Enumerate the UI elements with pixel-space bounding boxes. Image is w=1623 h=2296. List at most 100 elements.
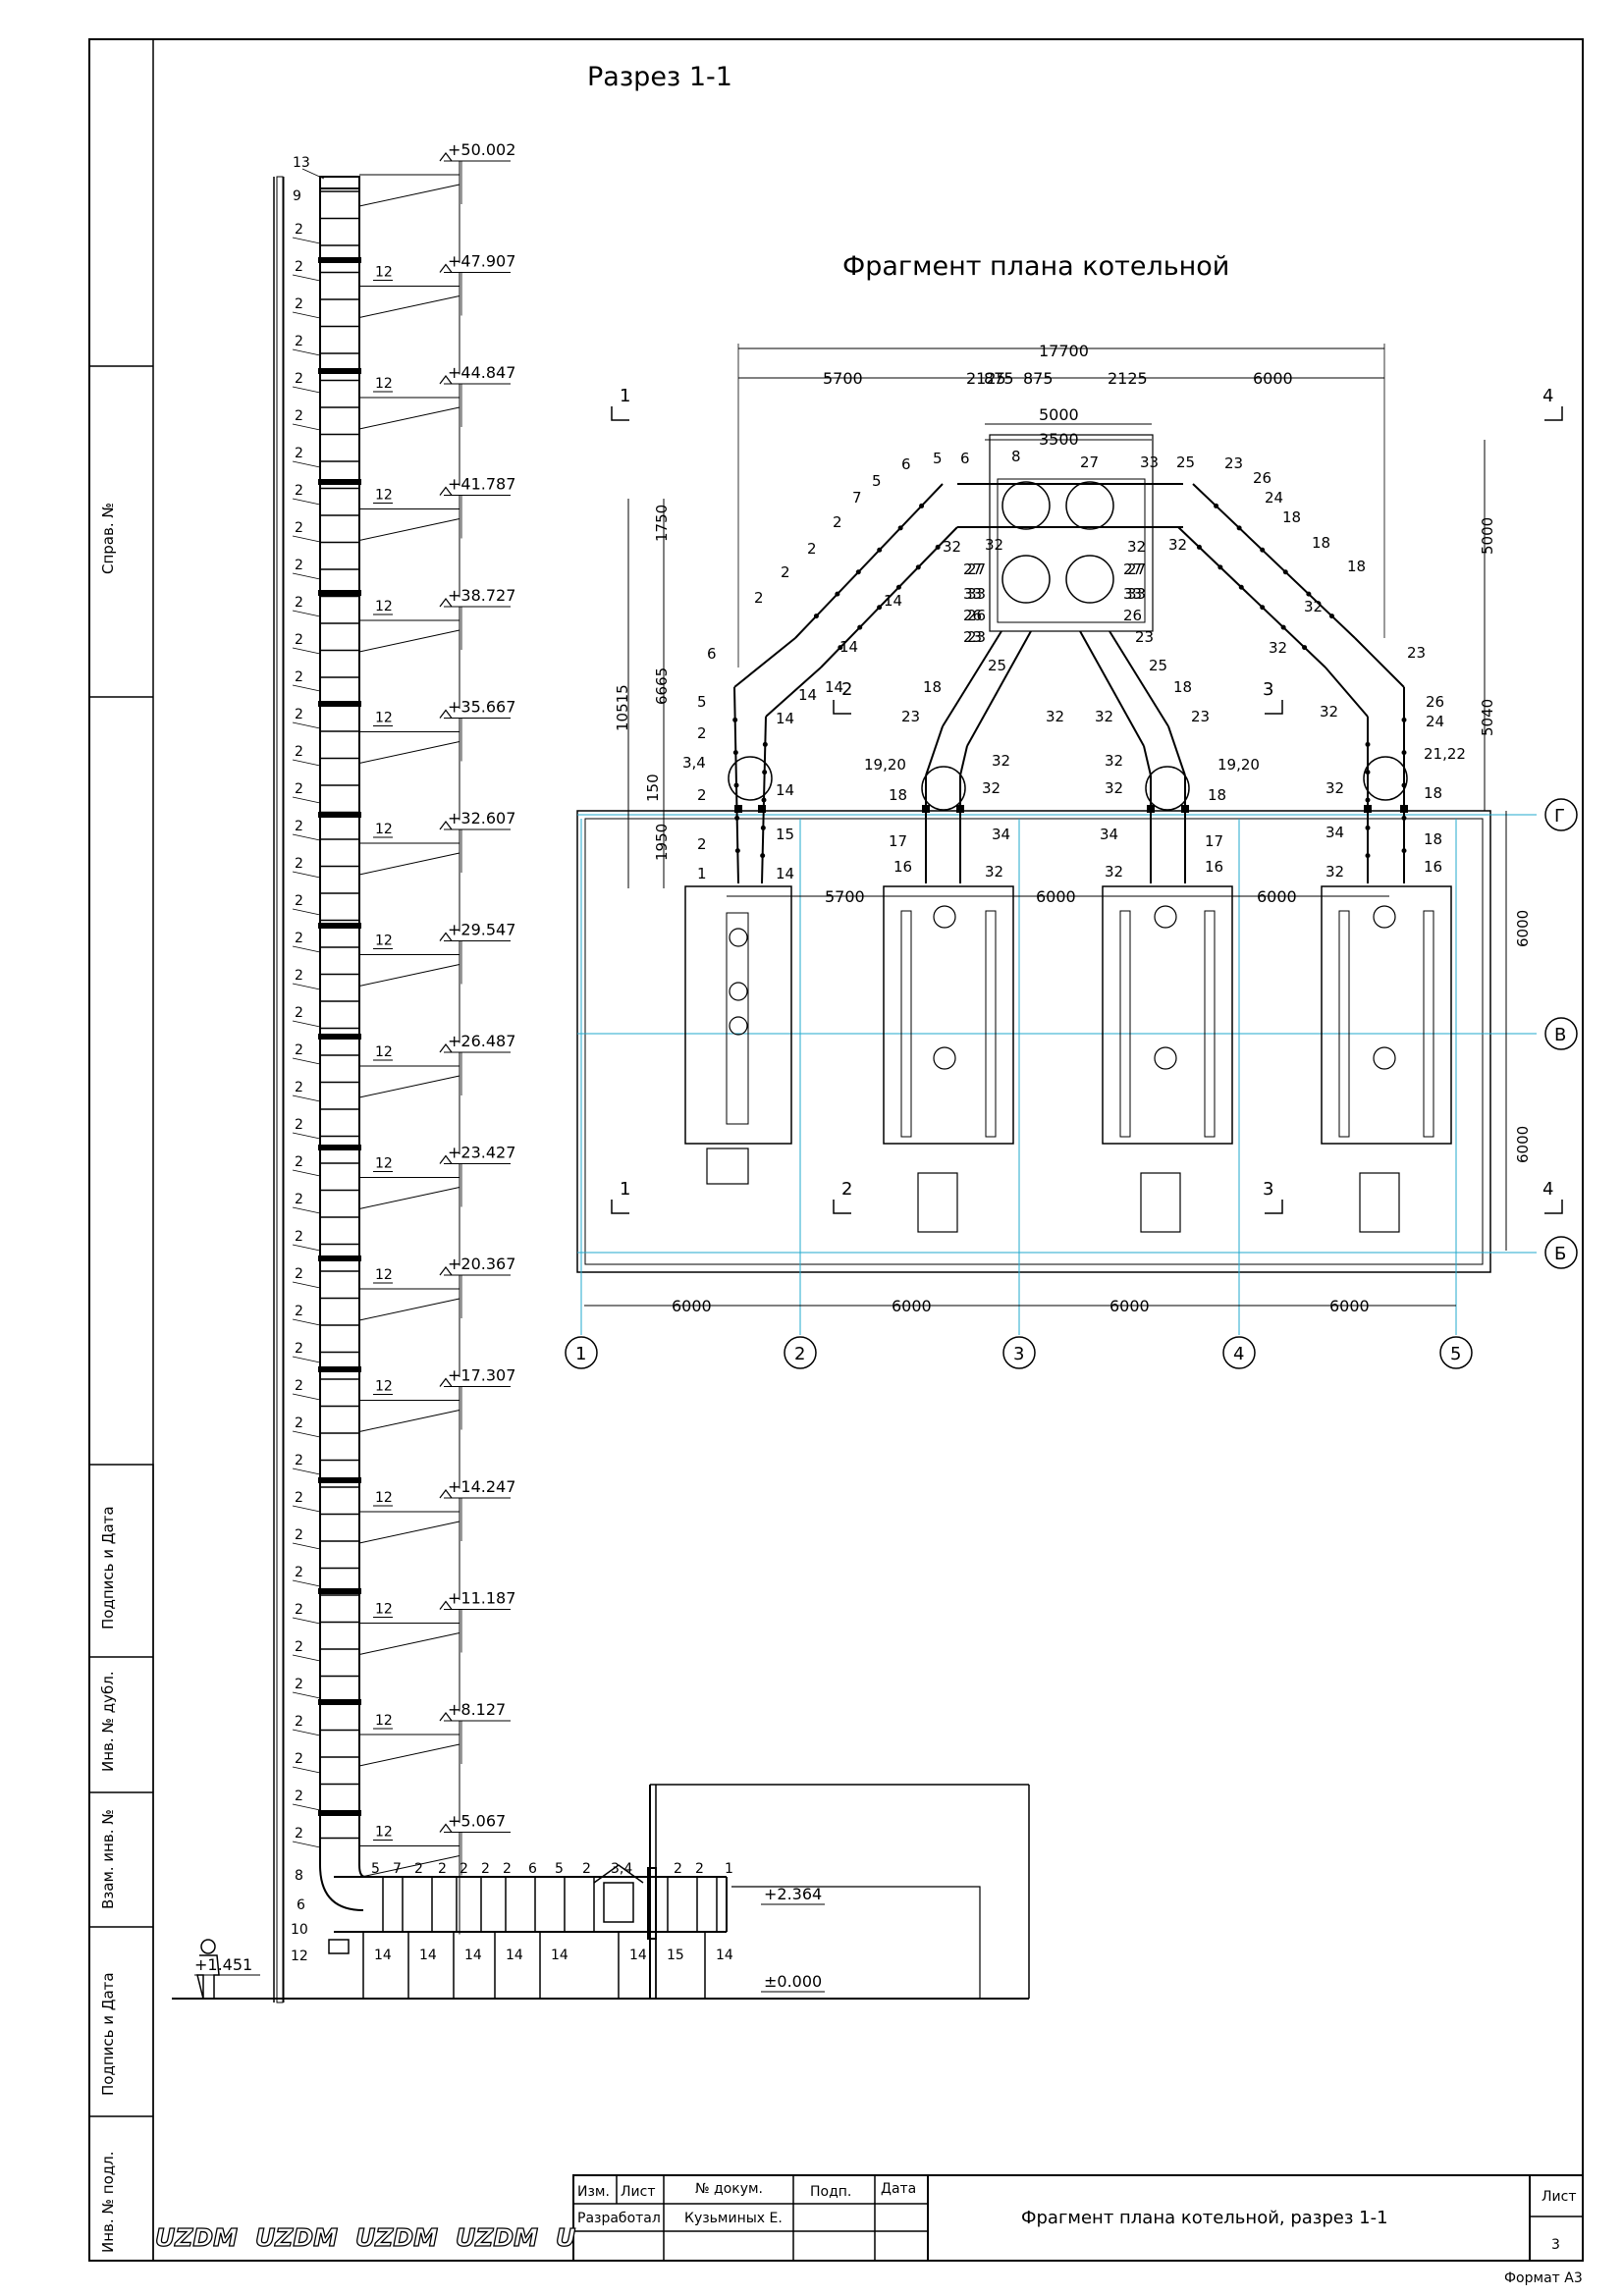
callout-label: 16 [1205, 858, 1223, 876]
section-mark-label: 3 [1263, 1179, 1273, 1200]
duct-joint-dot [1365, 770, 1371, 775]
support-label: 14 [419, 1948, 437, 1963]
duct-joint-dot [857, 624, 863, 630]
duct-flange [1181, 805, 1189, 813]
callout-label: 24 [1265, 489, 1283, 507]
platform-brace [358, 1187, 460, 1209]
duct-joint-dot [1217, 564, 1223, 570]
callout-label: 32 [992, 752, 1010, 770]
segment-leader [292, 386, 321, 394]
elevation-zero: ±0.000 [764, 1972, 822, 1991]
stamp-role: Разработал [577, 2211, 661, 2226]
segment-label: 2 [295, 669, 303, 685]
segment-label: 2 [295, 1341, 303, 1357]
duct-label: 6 [528, 1861, 537, 1877]
side-stamp-lower [88, 1464, 154, 2262]
callout-label: 18 [923, 678, 942, 696]
platform-brace [358, 629, 460, 653]
axis-col-label: 5 [1450, 1344, 1461, 1364]
duct-label: 2 [503, 1861, 512, 1877]
callout-label: 23 [1224, 454, 1243, 472]
callout-label: 14 [825, 678, 843, 696]
segment-label: 2 [295, 446, 303, 461]
axis-bubble-row [1544, 798, 1578, 831]
bracket-label: 12 [375, 265, 393, 281]
dim-top: 5700 [823, 369, 863, 388]
format-label: Формат А3 [1504, 2270, 1583, 2286]
duct-joint-dot [733, 782, 739, 788]
segment-label: 2 [295, 296, 303, 312]
axis-row-label: Г [1554, 806, 1565, 827]
callout-label: 2 [781, 563, 790, 581]
elevation-label: +47.907 [448, 252, 515, 271]
duct-label: 2 [695, 1861, 704, 1877]
callout-label: 32 [982, 779, 1001, 797]
segment-label: 2 [295, 632, 303, 648]
callout-label: 5 [872, 472, 882, 490]
duct-joint-dot [1401, 750, 1407, 756]
callout-label: 23 [901, 708, 920, 725]
callout-label: 17 [1205, 832, 1223, 850]
stamp-col-sign: Подп. [810, 2184, 851, 2200]
callout-label: 23 [1135, 628, 1154, 646]
duct-joint-dot [895, 584, 901, 590]
callout-label: 2 [754, 589, 764, 607]
dim-top: 875 [1023, 369, 1054, 388]
platform-brace [358, 741, 460, 764]
callout-label: 15 [776, 826, 794, 843]
dim-left: 10515 [614, 684, 631, 731]
section-mark-arrow-icon [833, 700, 851, 715]
section-title: Разрез 1-1 [587, 62, 732, 92]
dim-top: 875 [984, 369, 1014, 388]
segment-leader [292, 833, 321, 841]
elbow-label: 8 [295, 1868, 303, 1884]
stamp-sheet-label: Лист [1542, 2189, 1576, 2205]
duct-joint-dot [1365, 741, 1371, 747]
callout-label: 26 [967, 607, 986, 624]
section-mark-label: 4 [1542, 386, 1553, 406]
duct-joint-dot [1214, 503, 1219, 508]
duct-flange [1400, 805, 1408, 813]
dim-row: 6000 [1036, 887, 1076, 906]
elevation-label: +17.307 [448, 1366, 515, 1385]
bracket-label: 12 [375, 822, 393, 837]
segment-leader [292, 1132, 321, 1140]
segment-leader [292, 1356, 321, 1363]
segment-leader [292, 647, 321, 655]
axis-col-label: 3 [1013, 1344, 1024, 1364]
section-mark-label: 4 [1542, 1179, 1553, 1200]
callout-label: 14 [839, 638, 858, 656]
segment-label: 2 [295, 1565, 303, 1580]
bracket-label: 12 [375, 1825, 393, 1841]
elevation-arrow-icon [439, 1823, 453, 1833]
stamp-sheet-number: 3 [1551, 2237, 1560, 2253]
title-block: Изм. Лист № докум. Подп. Дата Разработал… [572, 2174, 1584, 2262]
segment-label: 2 [295, 408, 303, 424]
duct-joint-dot [762, 741, 768, 747]
support-label: 14 [506, 1948, 523, 1963]
horizontal-duct [172, 1784, 1030, 2000]
elevation-arrow-icon [439, 1154, 453, 1164]
callout-label: 32 [985, 536, 1003, 554]
callout-label: 6 [901, 455, 911, 473]
callout-label: 18 [1424, 784, 1442, 802]
platform-brace [358, 1410, 460, 1432]
callout-label: 27 [1127, 561, 1146, 578]
segment-label: 2 [295, 1602, 303, 1618]
segment-leader [292, 684, 321, 692]
chimney-collar [318, 368, 361, 374]
callout-label: 6 [960, 450, 970, 467]
segment-label: 2 [295, 334, 303, 349]
segment-label: 2 [295, 1789, 303, 1804]
segment-label: 2 [295, 1192, 303, 1207]
chimney-collar [318, 590, 361, 596]
segment-label: 2 [295, 1677, 303, 1692]
axis-col-label: 1 [575, 1344, 586, 1364]
duct-label: 2 [674, 1861, 682, 1877]
elevation-duct: +2.364 [764, 1885, 822, 1903]
segment-label: 2 [295, 1154, 303, 1170]
segment-leader [292, 1542, 321, 1550]
bracket-label: 12 [375, 934, 393, 949]
watermark-2: UZDM [255, 2223, 338, 2252]
duct-joint-dot [1282, 569, 1288, 575]
